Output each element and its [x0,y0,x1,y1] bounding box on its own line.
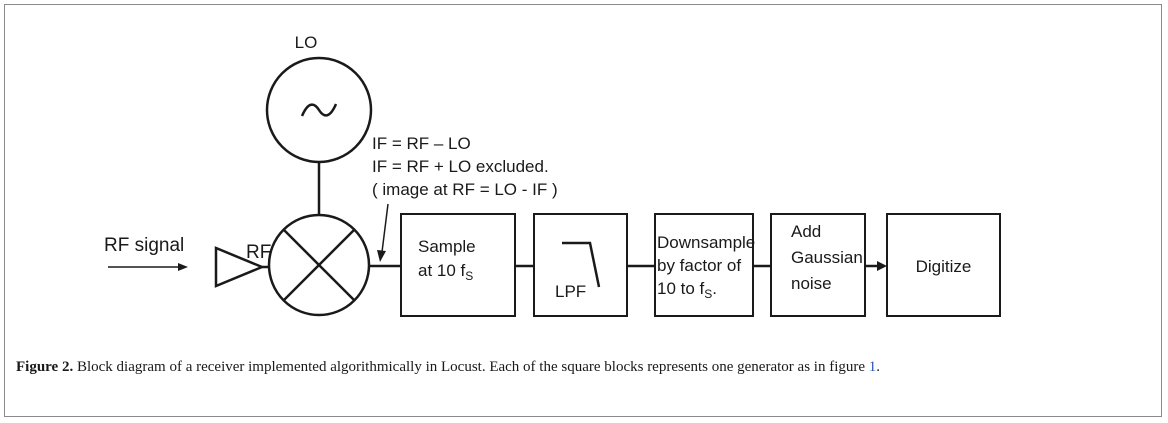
rf-port-label: RF [246,242,271,263]
digitize-block-label: Digitize [916,257,972,276]
mixer-cross-line-b [283,229,355,301]
sample-block-line-1: Sample [418,237,476,256]
caption-end: . [876,359,881,375]
downsample-block-line-1: Downsample [657,233,755,252]
sample-block-line-2: at 10 fS [418,261,473,283]
gaussian-noise-block [770,213,866,317]
noise-to-digitize-arrowhead [877,261,887,271]
if-note-line-3: ( image at RF = LO - IF ) [372,180,558,199]
downsample-block [654,213,754,317]
rf-signal-label: RF signal [104,235,184,256]
noise-block-line-2: Gaussian [791,248,863,267]
if-note-pointer-arrowhead [377,250,386,262]
downsample-block-line-2: by factor of [657,256,741,275]
caption-figure-label: Figure 2. [16,359,74,375]
lpf-block-label: LPF [555,282,586,301]
noise-block-line-1: Add [791,222,821,241]
if-note-line-1: IF = RF – LO [372,134,471,153]
figure-frame [4,4,1162,417]
caption-figure-link[interactable]: 1 [868,359,877,375]
antenna-icon [214,246,266,288]
if-note-pointer-line [381,203,389,253]
sample-block [400,213,516,317]
digitize-block [886,213,1001,317]
lo-label: LO [295,33,318,52]
sine-wave-icon [300,103,338,117]
rf-input-arrowhead [178,263,188,271]
lowpass-response-icon [562,241,601,288]
noise-block-line-3: noise [791,274,832,293]
if-note-line-2: IF = RF + LO excluded. [372,157,549,176]
downsample-block-line-3: 10 to fS. [657,279,717,301]
lpf-block [533,213,628,317]
caption-text: Block diagram of a receiver implemented … [73,359,869,375]
figure-caption: Figure 2. Block diagram of a receiver im… [16,356,1152,379]
